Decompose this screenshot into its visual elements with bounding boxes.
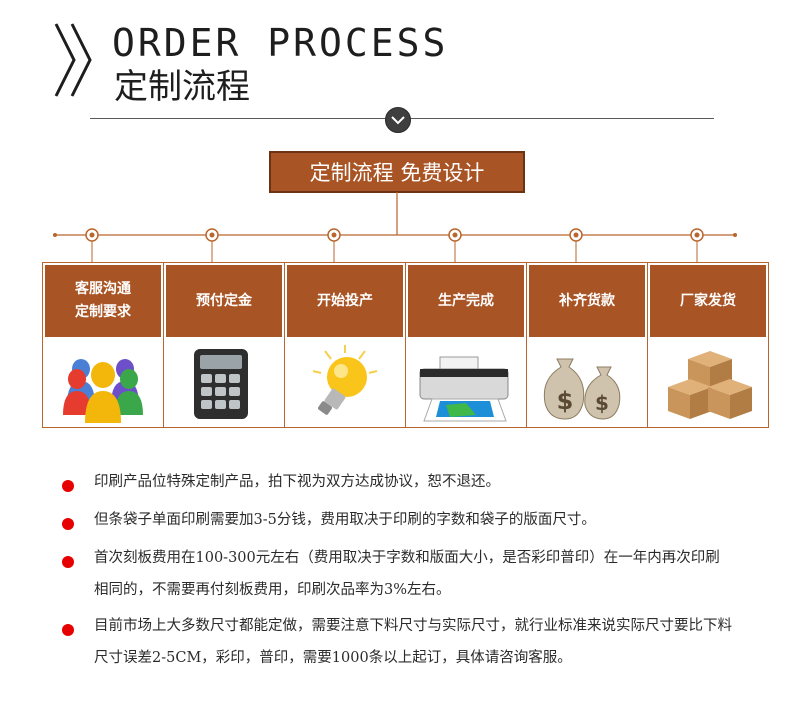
title-chinese: 定制流程 [114,67,250,107]
light-bulb-icon [285,339,405,427]
money-bags-icon: $ $ [527,339,647,427]
bullet-dot-icon [62,480,74,492]
process-connector [53,192,737,262]
title-english: ORDER PROCESS [112,21,449,65]
step-label: 补齐货款 [529,265,645,337]
step-label: 生产完成 [408,265,524,337]
printer-icon [406,339,526,427]
step-card-1: 客服沟通 定制要求 [42,262,164,428]
step-card-6: 厂家发货 [647,262,769,428]
process-banner: 定制流程 免费设计 [269,151,525,193]
note-text: 但条袋子单面印刷需要加3-5分钱，费用取决于印刷的字数和袋子的版面尺寸。 [94,512,596,528]
cardboard-boxes-icon [648,339,768,427]
step-card-5: 补齐货款 $ $ [526,262,648,428]
bullet-dot-icon [62,556,74,568]
step-card-3: 开始投产 [284,262,406,428]
step-connector-nodes [85,228,704,262]
bullet-dot-icon [62,624,74,636]
double-chevron-icon [54,23,92,97]
note-text: 首次刻板费用在100-300元左右（费用取决于字数和版面大小，是否彩印普印）在一… [94,550,720,598]
step-label: 预付定金 [166,265,282,337]
step-label: 客服沟通 定制要求 [45,265,161,337]
step-label: 厂家发货 [650,265,766,337]
svg-text:$: $ [557,387,574,415]
step-card-2: 预付定金 [163,262,285,428]
calculator-icon [164,339,284,427]
note-text: 印刷产品位特殊定制产品，拍下视为双方达成协议，恕不退还。 [94,474,500,490]
section-header: ORDER PROCESS 定制流程 [0,0,790,140]
bullet-dot-icon [62,518,74,530]
step-label: 开始投产 [287,265,403,337]
chevron-down-icon [385,107,411,133]
svg-text:$: $ [595,391,609,415]
note-text: 目前市场上大多数尺寸都能定做，需要注意下料尺寸与实际尺寸，就行业标准来说实际尺寸… [94,618,732,666]
step-card-4: 生产完成 [405,262,527,428]
people-group-icon [43,339,163,427]
